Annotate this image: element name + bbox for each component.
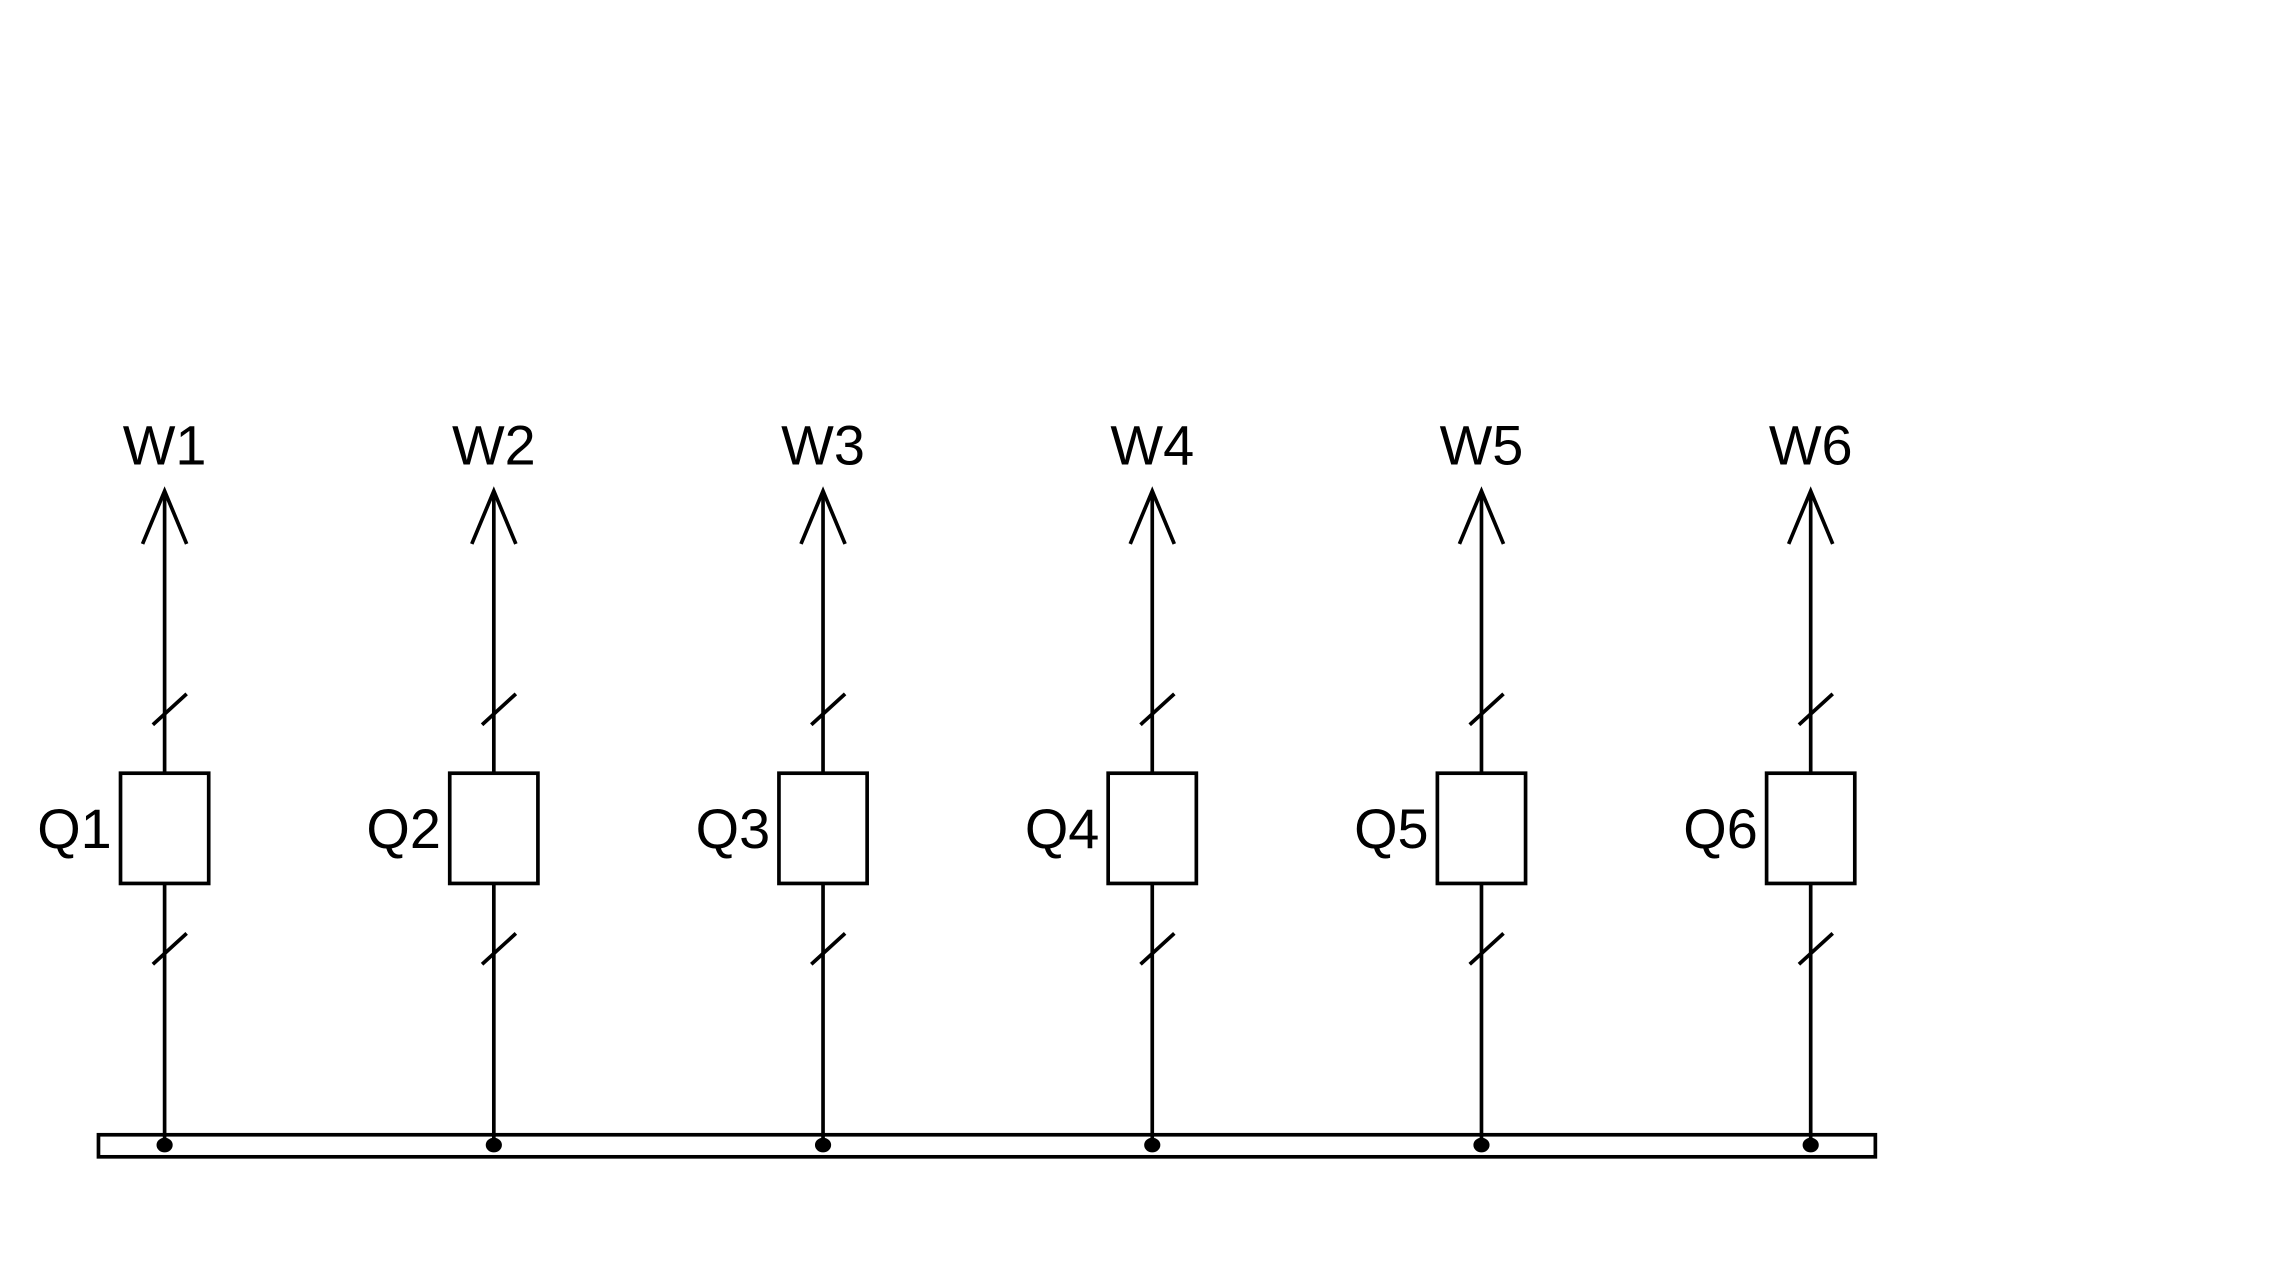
bus-connection-dot <box>1144 1137 1161 1153</box>
outgoing-label: W5 <box>1440 414 1524 477</box>
arrow-head-icon <box>140 486 189 545</box>
bus-connection-dot <box>1473 1137 1490 1153</box>
bus-connection-dot <box>1802 1137 1819 1153</box>
bus-connection-dot <box>485 1137 502 1153</box>
circuit-breaker <box>447 771 540 886</box>
three-phase-tick-lower <box>151 932 188 966</box>
breaker-label: Q2 <box>366 797 440 860</box>
three-phase-tick-upper <box>1139 692 1176 727</box>
three-phase-tick-lower <box>1468 932 1505 966</box>
three-phase-tick-lower <box>1797 932 1834 966</box>
outgoing-label: W1 <box>123 414 207 477</box>
arrow-head-icon <box>470 486 518 545</box>
arrow-head-icon <box>1786 486 1835 545</box>
busbar <box>96 1132 1878 1159</box>
breaker-label: Q1 <box>37 797 111 860</box>
three-phase-tick-upper <box>151 692 188 727</box>
three-phase-tick-upper <box>1468 692 1505 727</box>
three-phase-tick-upper <box>810 692 847 727</box>
three-phase-tick-lower <box>480 932 518 966</box>
three-phase-tick-upper <box>1797 692 1834 727</box>
circuit-breaker <box>1435 771 1528 886</box>
circuit-breaker <box>1106 771 1199 886</box>
breaker-label: Q4 <box>1025 797 1099 860</box>
circuit-breaker <box>1764 771 1857 886</box>
arrow-head-icon <box>1128 486 1176 545</box>
circuit-breaker <box>777 771 869 886</box>
outgoing-label: W3 <box>781 414 865 477</box>
outgoing-label: W4 <box>1110 414 1194 477</box>
breaker-label: Q5 <box>1354 797 1428 860</box>
arrow-head-icon <box>1457 486 1506 545</box>
breaker-label: Q3 <box>696 797 770 860</box>
arrow-head-icon <box>799 486 847 545</box>
breaker-label: Q6 <box>1683 797 1757 860</box>
circuit-breaker <box>118 771 211 886</box>
three-phase-tick-lower <box>810 932 847 966</box>
outgoing-label: W2 <box>452 414 536 477</box>
bus-connection-dot <box>814 1137 832 1153</box>
three-phase-tick-upper <box>480 692 518 727</box>
bus-connection-dot <box>156 1137 173 1153</box>
outgoing-label: W6 <box>1769 414 1853 477</box>
three-phase-tick-lower <box>1139 932 1176 966</box>
